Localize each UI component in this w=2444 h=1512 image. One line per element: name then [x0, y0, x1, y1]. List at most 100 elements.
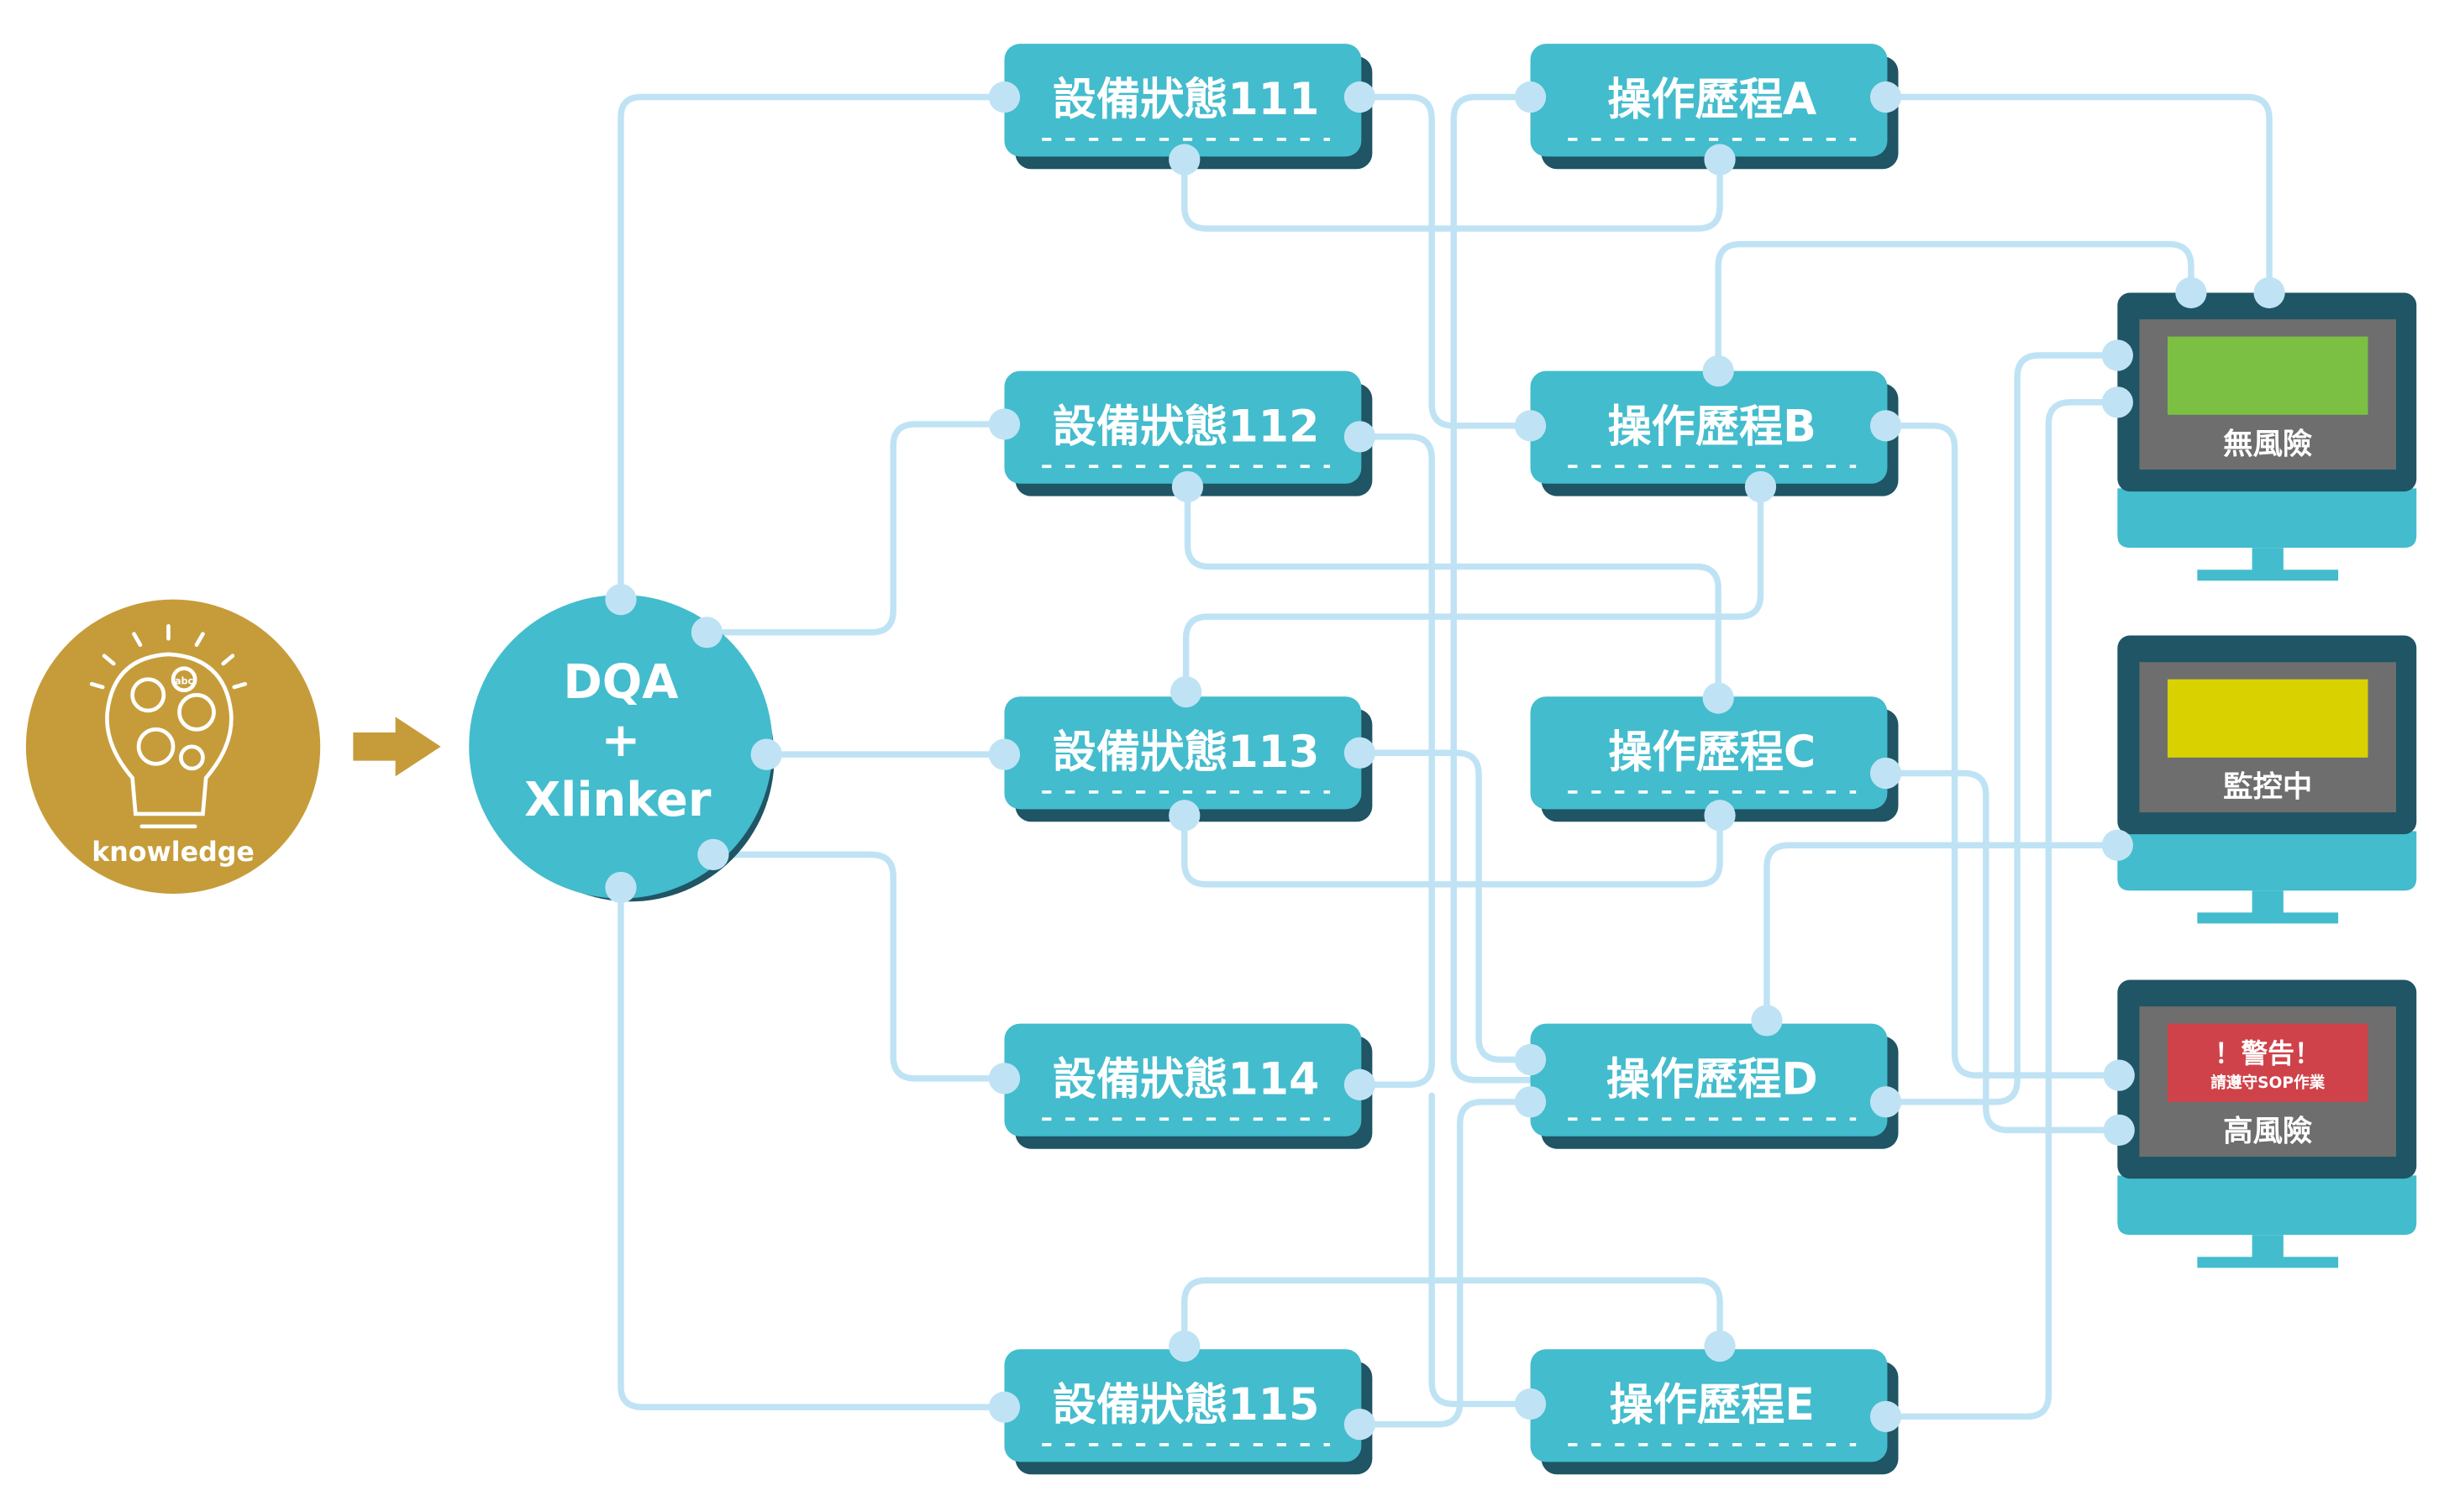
knowledge-icon-text: abc	[175, 675, 193, 686]
connector-dot	[1343, 1068, 1376, 1100]
connector-dot	[1343, 1409, 1376, 1441]
node-label: 操作歷程D	[1606, 1054, 1818, 1105]
connector-dot	[988, 1063, 1021, 1095]
status-indicator	[2167, 336, 2368, 415]
monitor-base	[2117, 488, 2417, 549]
device-node[interactable]: 設備狀態113	[1004, 696, 1373, 822]
device-node[interactable]: 設備狀態115	[1004, 1349, 1373, 1475]
node-box	[1530, 696, 1888, 810]
connector-dot	[1704, 144, 1736, 176]
device-node[interactable]: 設備狀態112	[1004, 370, 1373, 496]
connector-dot	[605, 584, 637, 616]
monitor-stand	[2197, 570, 2339, 581]
node-label: 設備狀態113	[1053, 727, 1320, 778]
hub-circle	[469, 595, 773, 899]
knowledge-node: abc knowledge	[25, 599, 321, 894]
status-indicator	[2167, 1023, 2368, 1102]
connector	[1181, 812, 1723, 888]
node-box	[1530, 44, 1888, 157]
connector-dot	[1169, 144, 1201, 176]
monitor-neck	[2252, 890, 2284, 916]
connector	[1356, 433, 1435, 1089]
connector-dot	[1704, 800, 1736, 832]
connector	[703, 421, 1008, 636]
connector	[1356, 93, 1534, 429]
connector-dot	[1514, 81, 1547, 113]
connector-lines	[618, 93, 2273, 1428]
node-box	[1004, 370, 1362, 484]
connector-dot	[1869, 1400, 1902, 1432]
connector	[618, 93, 1008, 603]
connector	[1882, 93, 2273, 297]
lightbulb-icon	[89, 624, 248, 829]
connector	[1882, 352, 2121, 1105]
connector	[1356, 749, 1534, 1063]
connector	[1356, 1099, 1534, 1428]
connector-dot	[1869, 1086, 1902, 1118]
device-node[interactable]: 設備狀態114	[1004, 1023, 1373, 1149]
process-node[interactable]: 操作歷程D	[1530, 1023, 1899, 1149]
connector-dot	[1171, 470, 1204, 503]
connector	[710, 851, 1008, 1082]
connector-dot	[750, 738, 782, 770]
connector-dot	[1514, 410, 1547, 442]
node-label: 設備狀態112	[1053, 402, 1320, 452]
connector-dot	[1704, 1330, 1736, 1362]
node-box	[1530, 1349, 1888, 1462]
connector	[1428, 1092, 1534, 1408]
connector-dot	[1702, 354, 1734, 387]
monitor-status-label: 無風險	[2223, 427, 2312, 461]
connector-dot	[1343, 81, 1376, 113]
connector-dot	[988, 81, 1021, 113]
node-label: 操作歷程B	[1608, 402, 1816, 452]
node-box	[1004, 1023, 1362, 1137]
monitor-neck	[2252, 548, 2284, 573]
connector-dots	[605, 81, 2285, 1441]
monitor-status-label: 高風險	[2223, 1114, 2312, 1148]
node-box	[1530, 1023, 1888, 1137]
warning-title: ！警告！	[2215, 1039, 2321, 1069]
node-label: 操作歷程C	[1608, 727, 1816, 778]
connector	[1763, 842, 2121, 1024]
device-node[interactable]: 設備狀態111	[1004, 44, 1373, 170]
process-node[interactable]: 操作歷程E	[1530, 1349, 1899, 1475]
knowledge-label: knowledge	[92, 837, 255, 868]
node-box	[1004, 44, 1362, 157]
node-box	[1530, 370, 1888, 484]
hub-line1: DQA	[563, 655, 678, 710]
node-box	[1004, 1349, 1362, 1462]
connector	[1181, 1277, 1723, 1350]
status-nodes: 設備狀態111 設備狀態112 設備狀態113 設備狀態114 設備狀態115 操作歷程A…	[1004, 44, 1899, 1475]
process-node[interactable]: 操作歷程C	[1530, 696, 1899, 822]
monitor-stand	[2197, 912, 2339, 924]
monitor[interactable]: 無風險	[2117, 292, 2417, 581]
connector-dot	[1514, 1388, 1547, 1420]
connector-dot	[697, 838, 729, 871]
node-label: 操作歷程E	[1610, 1380, 1815, 1431]
process-node[interactable]: 操作歷程A	[1530, 44, 1899, 170]
monitor[interactable]: 監控中	[2117, 635, 2417, 924]
connector-dot	[2101, 829, 2133, 861]
monitor-neck	[2252, 1235, 2284, 1260]
connector	[618, 884, 1008, 1410]
connector-dot	[605, 871, 637, 904]
connector-dot	[1869, 757, 1902, 790]
connector-dot	[1343, 421, 1376, 453]
monitor-base	[2117, 831, 2417, 891]
connector-dot	[1702, 682, 1734, 714]
node-label: 設備狀態111	[1053, 75, 1320, 125]
connector	[1450, 93, 1534, 1084]
connector-dot	[2103, 1114, 2135, 1146]
connector-dot	[1869, 410, 1902, 442]
monitor-stand	[2197, 1257, 2339, 1268]
monitor[interactable]: 高風險！警告！請遵守SOP作業	[2117, 979, 2417, 1268]
node-label: 設備狀態115	[1053, 1380, 1320, 1431]
hub-node[interactable]: DQA + Xlinker	[469, 595, 775, 902]
connector-dot	[1869, 81, 1902, 113]
process-node[interactable]: 操作歷程B	[1530, 370, 1899, 496]
connector	[1882, 399, 2121, 1420]
connector-dot	[1744, 470, 1777, 503]
